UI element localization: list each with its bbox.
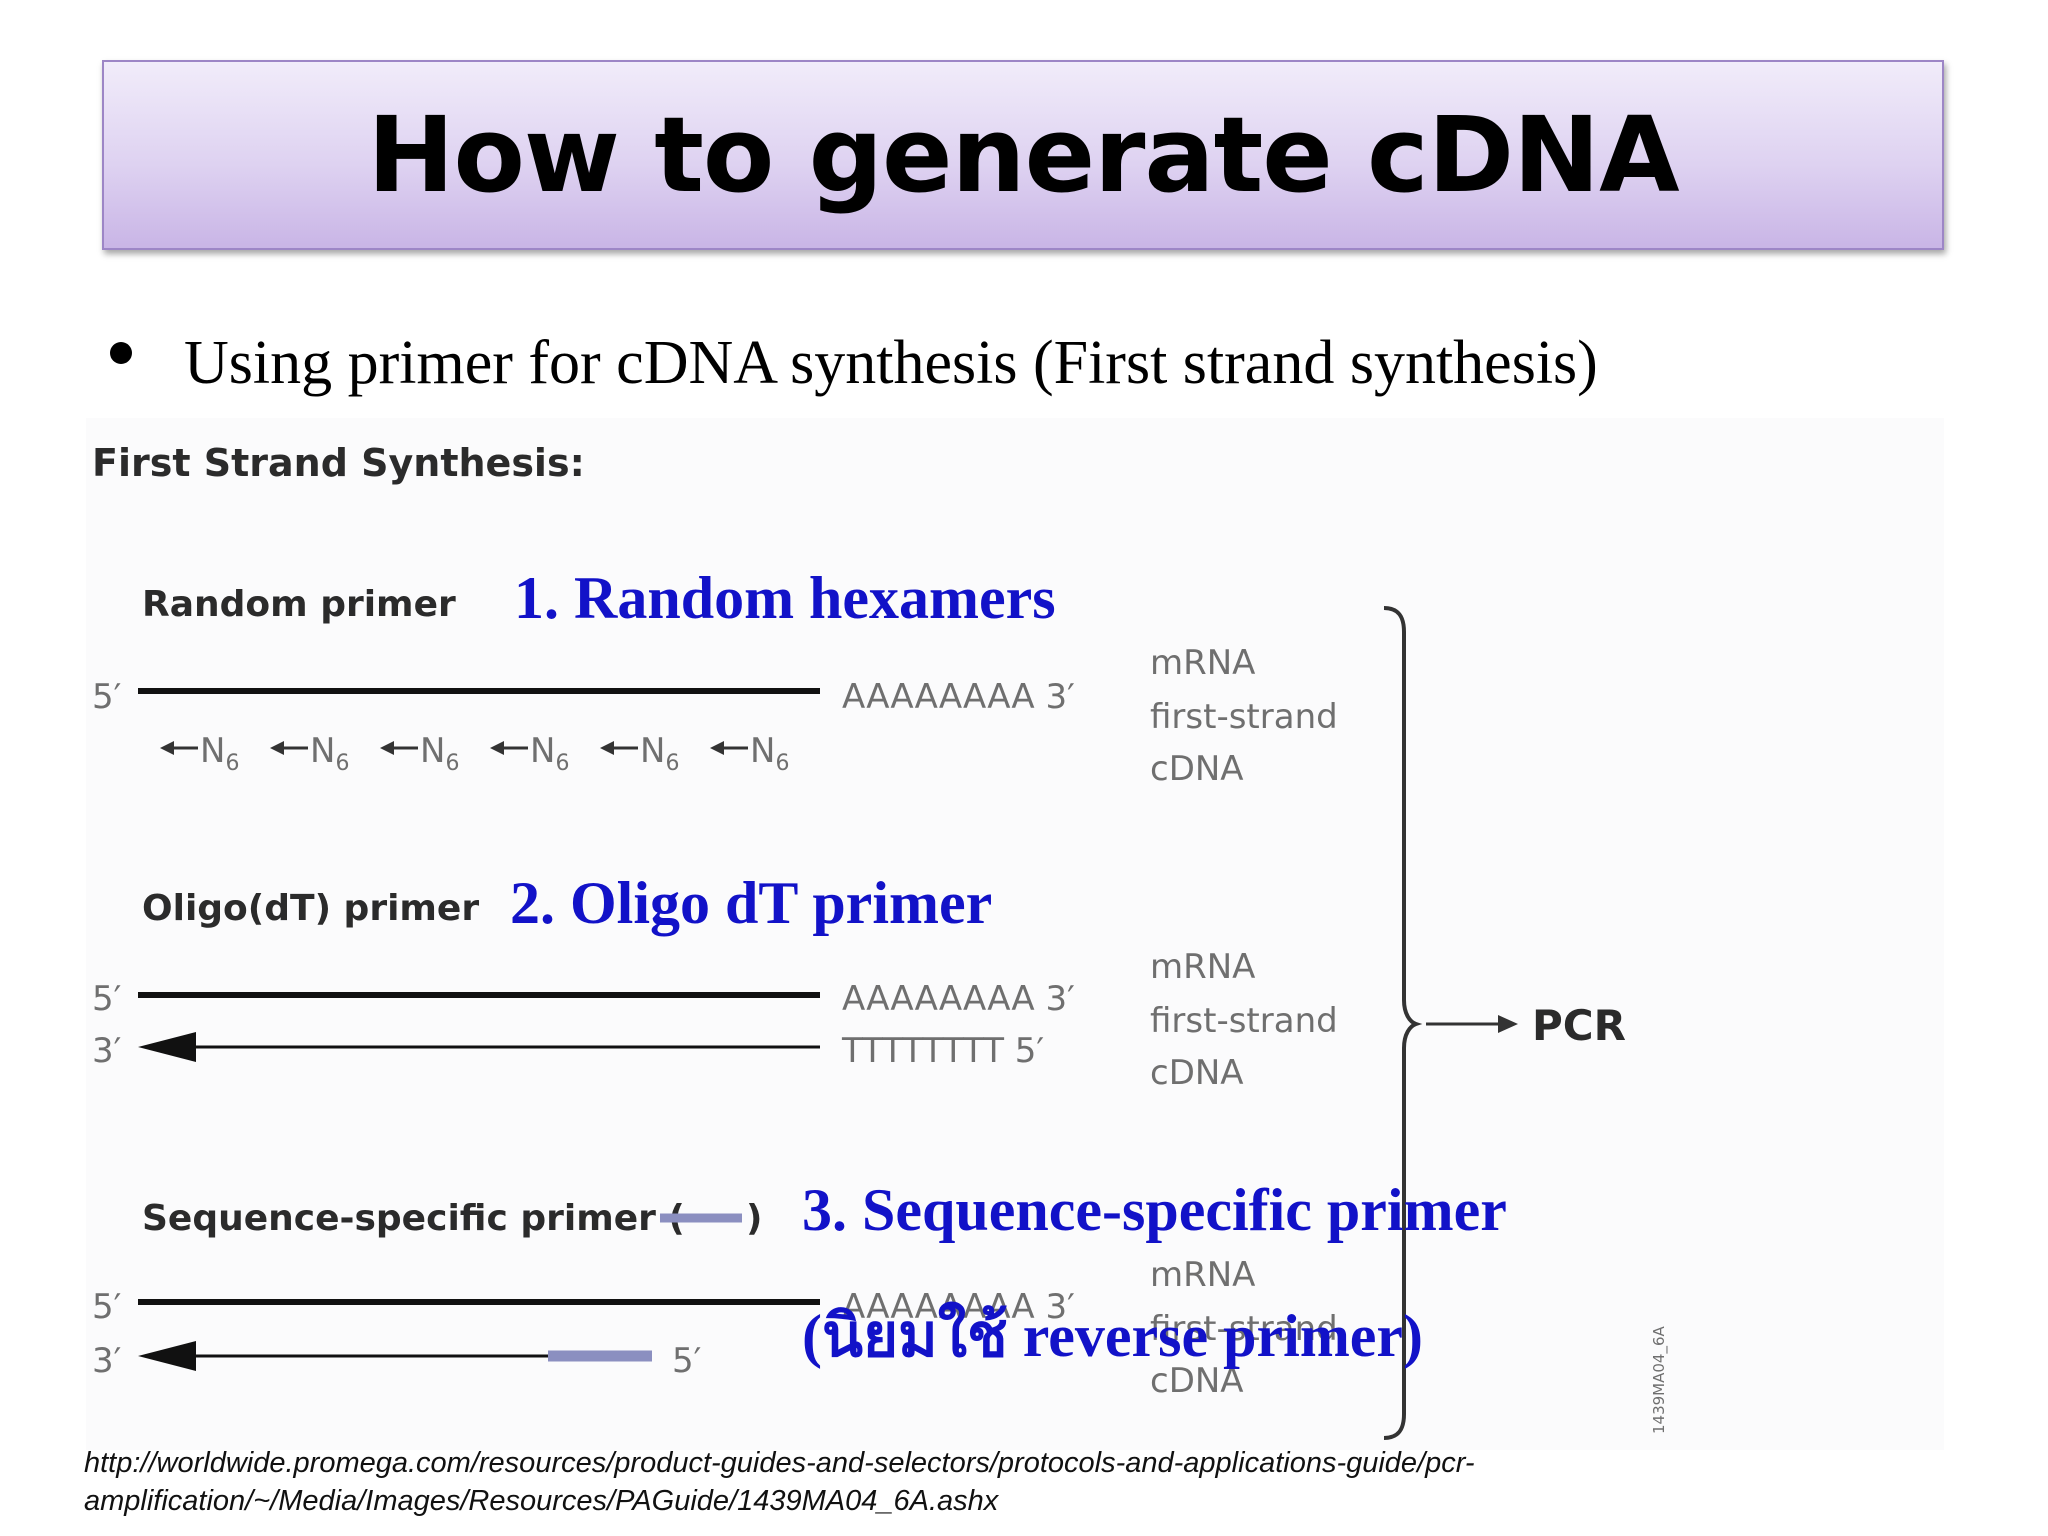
- hexamer-primer: N6: [160, 731, 239, 776]
- figure-code: 1439MA04_6A: [1650, 1325, 1669, 1434]
- oligo-primer-label: Oligo(dT) primer: [142, 888, 479, 929]
- svg-text:N6: N6: [310, 731, 349, 776]
- oligo-3prime-label: 3′: [92, 1031, 121, 1071]
- bullet-item: Using primer for cDNA synthesis (First s…: [110, 328, 1598, 399]
- first-strand-diagram: First Strand Synthesis: Random primer 1.…: [92, 441, 1669, 1440]
- specific-mrna-legend: mRNA: [1150, 1255, 1255, 1295]
- svg-text:N6: N6: [420, 731, 459, 776]
- oligo-cdna-legend: cDNA: [1150, 1053, 1244, 1093]
- hexamer-primer: N6: [710, 731, 789, 776]
- random-cdna-legend: cDNA: [1150, 749, 1244, 789]
- svg-text:N6: N6: [750, 731, 789, 776]
- bullet-dot-icon: [110, 341, 132, 364]
- bullet-text: Using primer for cDNA synthesis (First s…: [184, 329, 1598, 397]
- specific-3prime-label: 3′: [92, 1341, 121, 1381]
- specific-annotation-line2: (นิยมใช้ reverse primer): [802, 1301, 1423, 1369]
- hexamer-primer: N6: [380, 731, 459, 776]
- diagram-panel: First Strand Synthesis: Random primer 1.…: [86, 418, 1944, 1450]
- pcr-arrow-icon: [1498, 1015, 1518, 1033]
- specific-annotation-line1: 3. Sequence-specific primer: [802, 1177, 1507, 1243]
- specific-first-strand-legend: first-strand: [1150, 1309, 1338, 1349]
- page-title: How to generate cDNA: [367, 94, 1679, 216]
- oligo-mrna-legend: mRNA: [1150, 947, 1255, 987]
- source-citation: http://worldwide.promega.com/resources/p…: [84, 1447, 1475, 1517]
- specific-primer-label: Sequence-specific primer (: [142, 1198, 685, 1239]
- bracket: [1383, 606, 1423, 1440]
- oligo-polya-label: AAAAAAAA 3′: [842, 979, 1075, 1019]
- diagram-heading: First Strand Synthesis:: [92, 441, 585, 485]
- random-primer-label: Random primer: [142, 584, 456, 625]
- random-5prime-label: 5′: [92, 677, 121, 717]
- svg-text:N6: N6: [640, 731, 679, 776]
- hexamer-primer: N6: [600, 731, 679, 776]
- oligo-polyt-label: TTTTTTTT 5′: [841, 1031, 1044, 1071]
- svg-text:N6: N6: [530, 731, 569, 776]
- specific-primer-5prime-label: 5′: [672, 1341, 701, 1381]
- specific-5prime-label: 5′: [92, 1287, 121, 1327]
- specific-cdna-legend: cDNA: [1150, 1361, 1244, 1401]
- specific-polya-label: AAAAAAAA 3′: [842, 1287, 1075, 1327]
- svg-text:N6: N6: [200, 731, 239, 776]
- oligo-5prime-label: 5′: [92, 979, 121, 1019]
- hexamer-primer: N6: [490, 731, 569, 776]
- random-first-strand-legend: first-strand: [1150, 697, 1338, 737]
- oligo-cdna-arrow-icon: [138, 1032, 196, 1062]
- random-hexamers-annotation: 1. Random hexamers: [514, 565, 1056, 631]
- pcr-label: PCR: [1532, 1001, 1626, 1050]
- hexamer-primers: N6 N6 N6 N6 N6: [160, 731, 789, 776]
- oligo-first-strand-legend: first-strand: [1150, 1001, 1338, 1041]
- specific-primer-label-close: ): [746, 1198, 762, 1239]
- random-mrna-legend: mRNA: [1150, 643, 1255, 683]
- oligo-dt-annotation: 2. Oligo dT primer: [510, 870, 992, 936]
- hexamer-primer: N6: [270, 731, 349, 776]
- specific-cdna-arrow-icon: [138, 1341, 196, 1371]
- random-polya-label: AAAAAAAA 3′: [842, 677, 1075, 717]
- title-banner: How to generate cDNA: [102, 60, 1944, 250]
